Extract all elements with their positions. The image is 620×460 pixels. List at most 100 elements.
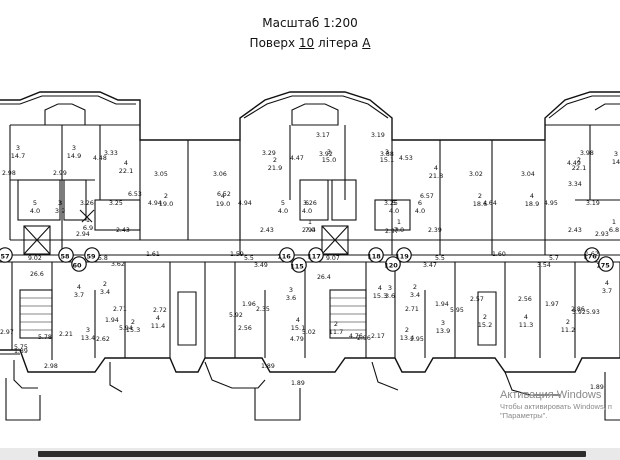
wall (391, 140, 546, 255)
apartment-number-ring (368, 247, 384, 263)
dimension-label: 2.98 (44, 363, 58, 370)
dimension-label: 5.93 (586, 309, 600, 316)
dimension-label: 3.29 (262, 150, 276, 157)
dimension-label: 4.48 (93, 155, 107, 162)
dimension-label: 2.56 (518, 296, 532, 303)
room-number: 4 (77, 283, 81, 291)
watermark-line1: Чтобы активировать Windows, п (500, 402, 612, 411)
corridor-wall (545, 239, 620, 256)
horizontal-scrollbar[interactable] (0, 448, 620, 460)
room-number: 2 (164, 192, 168, 200)
dimension-label: 3.19 (371, 132, 385, 139)
apartment-number-ring (308, 247, 324, 263)
dimension-label: 4.53 (399, 155, 413, 162)
dimension-label: 3.17 (316, 132, 330, 139)
room-number: 2 (273, 156, 277, 164)
room-area: 21.9 (268, 164, 282, 172)
room-area: 6.8 (609, 226, 619, 234)
room-number: 2 (103, 280, 107, 288)
room-area: 4.0 (30, 207, 40, 215)
stair-core (299, 179, 329, 221)
room-area: 14.9 (67, 152, 81, 160)
dimension-label: 1.89 (291, 380, 305, 387)
apartment-number: 118 (367, 253, 381, 261)
room-area: 6.9 (83, 224, 93, 232)
balcony (254, 372, 620, 421)
dimension-label: 2.97 (0, 329, 14, 336)
wall (239, 125, 346, 255)
dimension-label: 5.95 (450, 307, 464, 314)
room-number: 4 (221, 192, 225, 200)
dimension-label: 1.96 (242, 301, 256, 308)
apartment-number-ring (71, 256, 87, 272)
room-number: 2 (483, 313, 487, 321)
dimension-label: 1.94 (105, 317, 119, 324)
dimension-label: 4.79 (290, 336, 304, 343)
floor-title: Поверх 10 літера A (0, 36, 620, 50)
dimension-label: 2.43 (568, 227, 582, 234)
apartment-number-ring (584, 247, 600, 263)
room-number: 3 (327, 148, 331, 156)
room-number: 1 (397, 218, 401, 226)
apartment-number: 57 (0, 253, 9, 261)
scrollbar-thumb[interactable] (38, 451, 586, 457)
dimension-label: 2.97 (385, 228, 399, 235)
room-number: 2 (478, 192, 482, 200)
plan-walls (0, 91, 620, 421)
dimension-label: 4.94 (238, 200, 252, 207)
dimension-label: 2.96 (357, 335, 371, 342)
scale-label: Масштаб 1:200 (262, 16, 358, 30)
litera-value: A (362, 36, 371, 50)
room-number: 2 (577, 156, 581, 164)
shaft-mark (79, 209, 95, 223)
room-number: 4 (378, 284, 382, 292)
dimension-label: 4.95 (544, 200, 558, 207)
dimension-label: 4.94 (148, 200, 162, 207)
apartment-number-ring (598, 256, 614, 272)
dimension-label: 3.25 (109, 200, 123, 207)
dimension-label: 3.54 (537, 262, 551, 269)
room-area: 11.3 (519, 321, 533, 329)
outer-wall-bottom (0, 349, 620, 373)
dimension-label: 3.98 (580, 150, 594, 157)
room-area: 19.0 (159, 200, 173, 208)
room-area: 3.7 (74, 291, 84, 299)
dimension-label: 4.64 (483, 200, 497, 207)
apartment-number: 116 (277, 253, 291, 261)
outer-wall-top-inner (0, 95, 136, 105)
dimension-label: 3.25 (384, 200, 398, 207)
room-area: 18.9 (525, 200, 539, 208)
apartment-number-ring (84, 247, 100, 263)
apartment-number-ring (0, 247, 13, 263)
room-number: 2 (405, 326, 409, 334)
dimension-label: 5.78 (38, 334, 52, 341)
room-number: 3 (72, 144, 76, 152)
dimension-label: 1.94 (435, 301, 449, 308)
lift-shaft (23, 225, 51, 255)
dimension-label: 3.06 (213, 171, 227, 178)
room-area: 3.4 (100, 288, 110, 296)
room-number: 5 (281, 199, 285, 207)
room-area: 3.4 (410, 291, 420, 299)
dimension-label: 1.61 (146, 251, 160, 258)
balcony (5, 378, 41, 421)
dimension-label: 9.02 (28, 255, 42, 262)
dimension-label: 1.89 (14, 348, 28, 355)
room-number: 4 (124, 159, 128, 167)
dimension-label: 4.49 (567, 160, 581, 167)
dimension-label: 3.92 (319, 151, 333, 158)
apartment-number-ring (396, 247, 412, 263)
room-number: 2 (334, 320, 338, 328)
bay-window (594, 103, 620, 111)
dimension-label: 1.59 (230, 251, 244, 258)
room-area: 7.0 (305, 226, 315, 234)
room-number: 2 (131, 318, 135, 326)
dimension-label: 26.4 (317, 274, 331, 281)
dimension-label: 2.86 (571, 306, 585, 313)
watermark-title: Активация Windows (500, 389, 602, 401)
outer-wall-top (0, 91, 620, 141)
dimension-label: 2.17 (371, 333, 385, 340)
dimension-label: 3.88 (380, 151, 394, 158)
room-area: 7.0 (394, 226, 404, 234)
